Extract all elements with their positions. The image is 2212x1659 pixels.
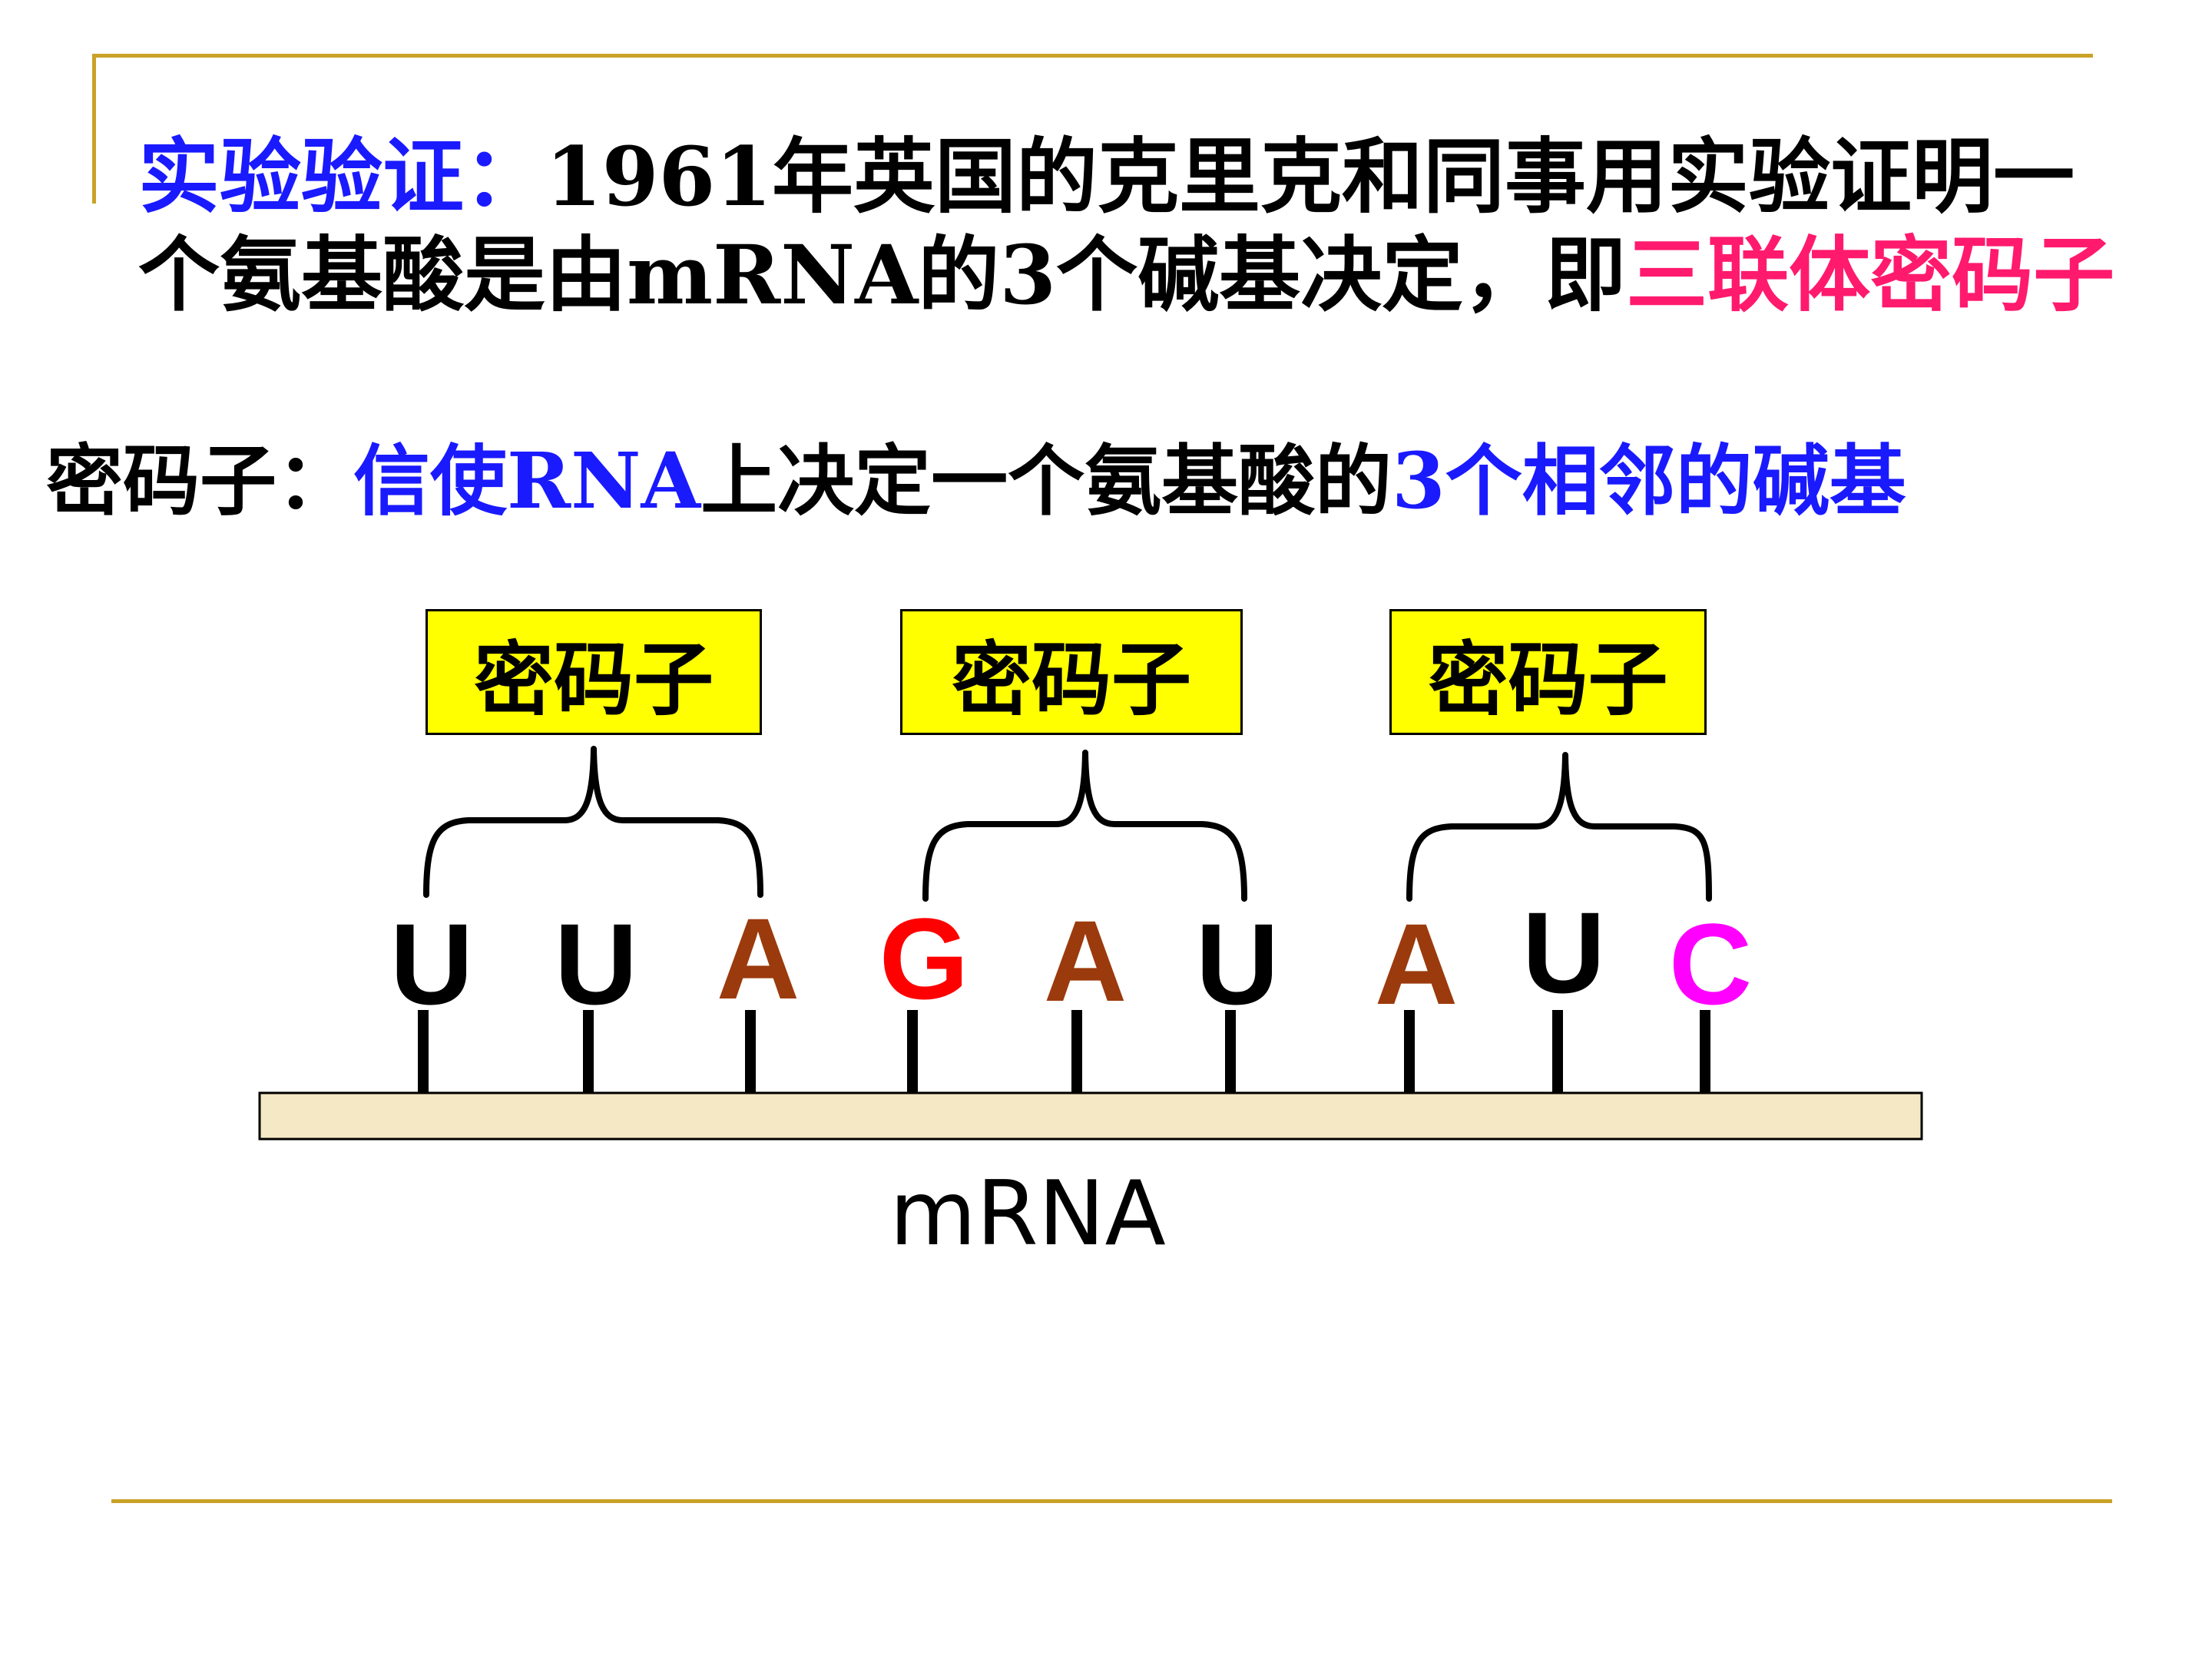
- bond-4: [907, 1010, 918, 1094]
- definition-blue-2: 3个相邻的碱基: [1392, 435, 1906, 526]
- intro-line-1: 实验验证：1961年英国的克里克和同事用实验证明一: [138, 131, 2075, 223]
- base-2: U: [555, 899, 637, 1028]
- top-rule: [92, 54, 2093, 58]
- codon-box-3-label: 密码子: [1428, 631, 1668, 727]
- base-6: U: [1196, 899, 1279, 1028]
- brace-3: [1406, 752, 1712, 902]
- base-5: A: [1044, 896, 1127, 1025]
- intro-heading: 实验验证：: [138, 128, 545, 224]
- definition-blue-1: 信使RNA: [353, 435, 701, 526]
- base-4: G: [879, 894, 969, 1023]
- bond-6: [1225, 1010, 1236, 1094]
- bond-5: [1071, 1010, 1082, 1094]
- left-rule: [92, 54, 96, 204]
- definition-term: 密码子：: [46, 435, 353, 526]
- bond-8: [1552, 1010, 1563, 1094]
- definition-black: 上决定一个氨基酸的: [700, 435, 1392, 526]
- mrna-label: mRNA: [889, 1162, 1166, 1266]
- codon-box-2-label: 密码子: [951, 631, 1191, 727]
- brace-2: [922, 750, 1247, 902]
- bond-1: [418, 1010, 429, 1094]
- triplet-codon-highlight: 三联体密码子: [1626, 227, 2115, 323]
- mrna-strand: [258, 1091, 1923, 1141]
- codon-box-2: 密码子: [900, 609, 1243, 735]
- base-3: A: [717, 894, 800, 1023]
- base-1: U: [390, 899, 473, 1028]
- bond-2: [583, 1010, 594, 1094]
- bond-7: [1404, 1010, 1415, 1094]
- intro-line-1-text: 1961年英国的克里克和同事用实验证明一: [545, 128, 2075, 224]
- bottom-rule: [111, 1499, 2112, 1503]
- base-7: A: [1375, 899, 1458, 1028]
- base-8: U: [1522, 888, 1605, 1017]
- codon-box-1-label: 密码子: [473, 631, 714, 727]
- codon-box-3: 密码子: [1389, 609, 1707, 735]
- codon-box-1: 密码子: [426, 609, 762, 735]
- base-9: C: [1669, 899, 1752, 1028]
- codon-definition: 密码子：信使RNA上决定一个氨基酸的3个相邻的碱基: [46, 436, 1906, 525]
- intro-line-2: 个氨基酸是由mRNA的3个碱基决定，即三联体密码子: [138, 229, 2114, 321]
- brace-1: [423, 746, 763, 898]
- bond-3: [745, 1010, 756, 1094]
- intro-line-2-text: 个氨基酸是由mRNA的3个碱基决定，即: [138, 227, 1627, 323]
- bond-9: [1700, 1010, 1710, 1094]
